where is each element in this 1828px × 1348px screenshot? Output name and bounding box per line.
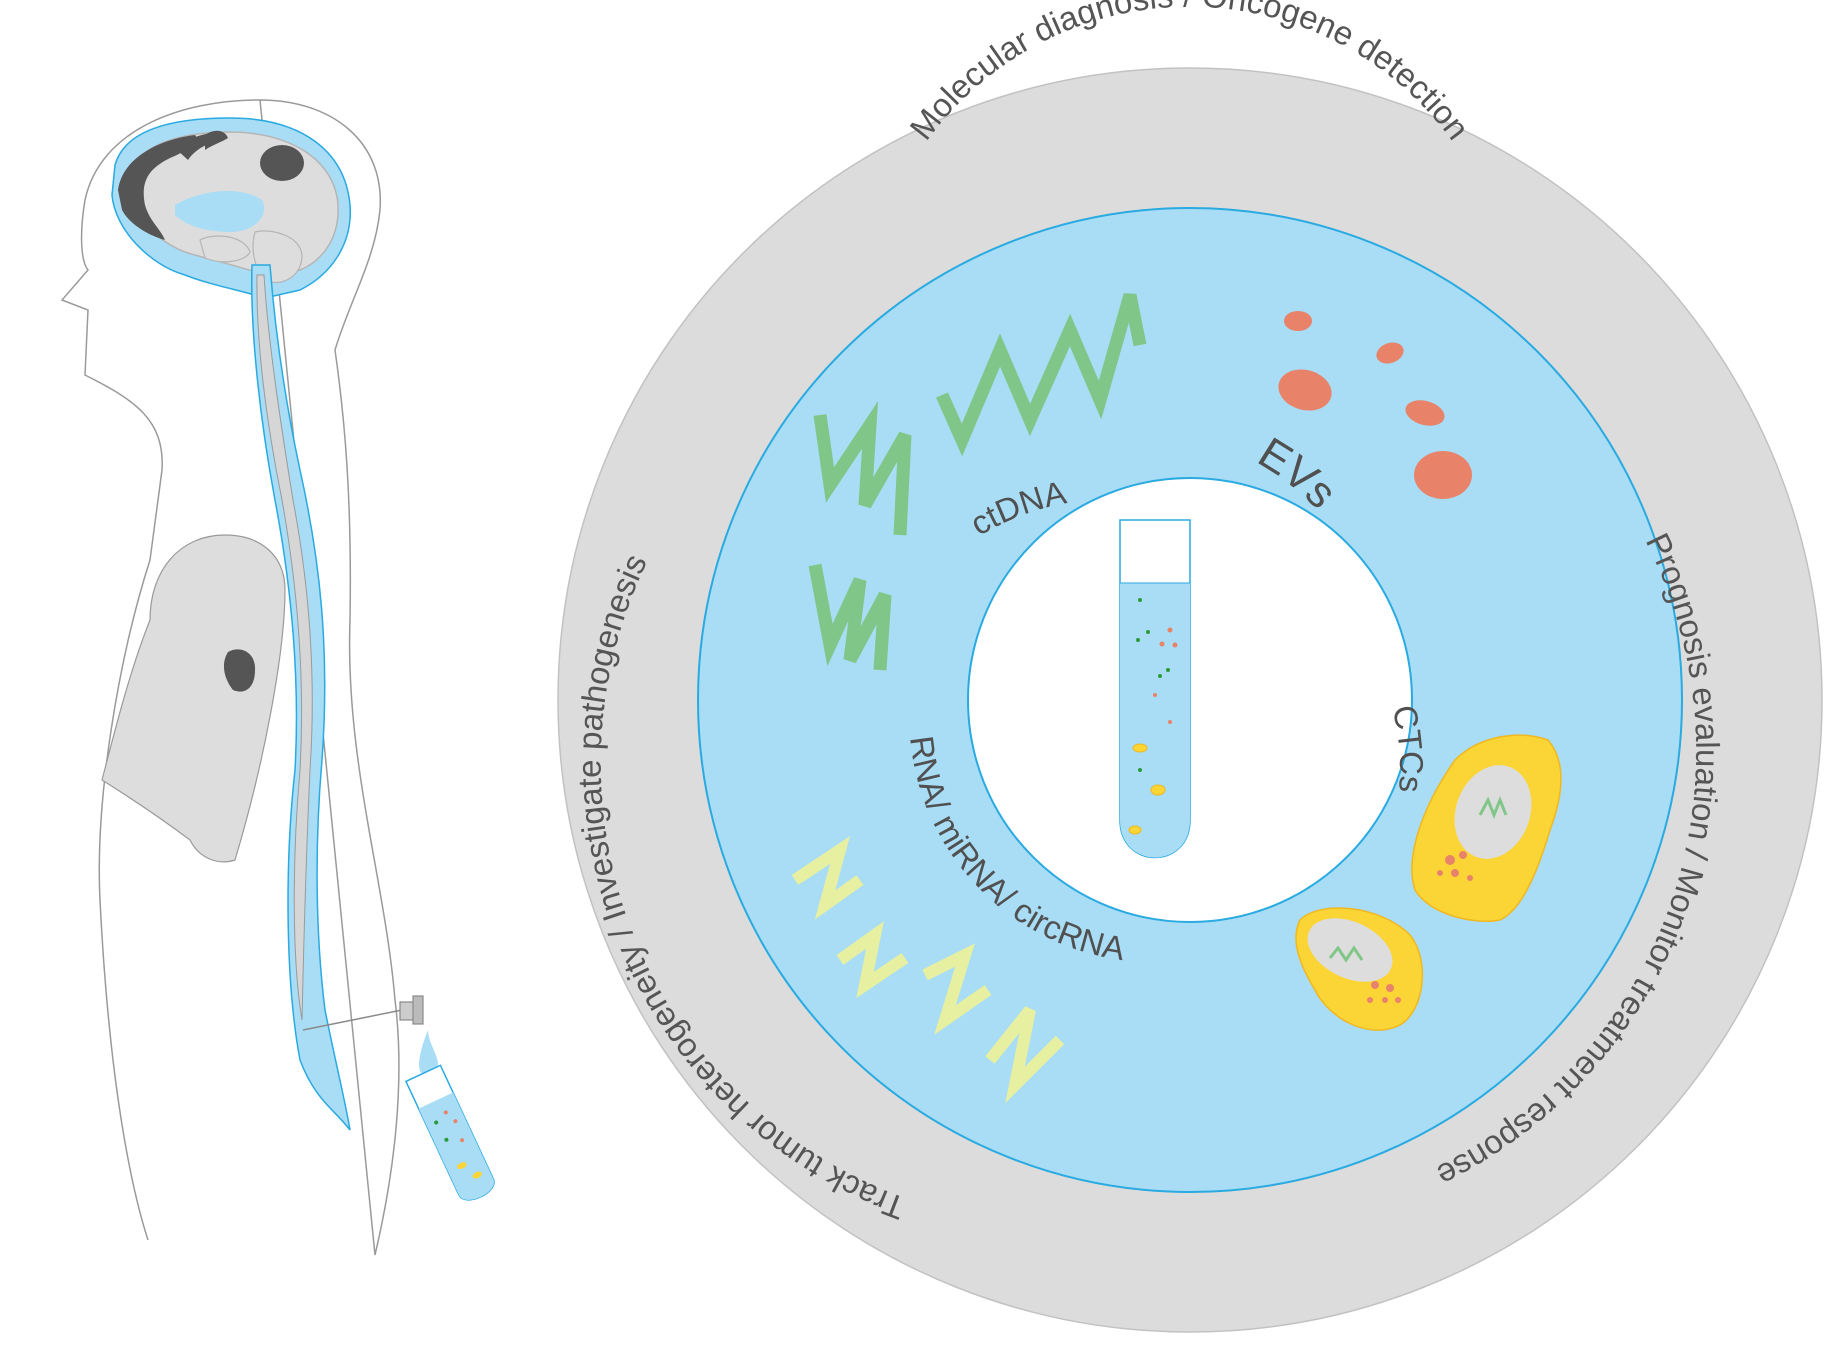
lung-icon	[101, 534, 286, 863]
small-test-tube-icon	[404, 1064, 495, 1201]
rna-icon	[791, 836, 1065, 1104]
liquid-biopsy-rings: Molecular diagnosis / Oncogene detection…	[557, 0, 1823, 1333]
lung-tumor-icon	[223, 649, 256, 692]
ctcs-icon	[1295, 734, 1562, 1031]
ctdna-icon	[808, 293, 1147, 671]
human-silhouette-icon	[60, 99, 400, 1256]
evs-icon	[1278, 311, 1472, 499]
brain-icon	[118, 130, 339, 284]
label-ctcs: CTCs	[1386, 702, 1431, 794]
csf-drop-icon	[419, 1030, 438, 1077]
test-tube-icon	[1119, 519, 1191, 859]
spinal-cord	[256, 274, 313, 1021]
lumbar-puncture-needle-icon	[302, 995, 424, 1031]
human-figure	[60, 99, 495, 1256]
spinal-csf-canal	[251, 264, 351, 1131]
